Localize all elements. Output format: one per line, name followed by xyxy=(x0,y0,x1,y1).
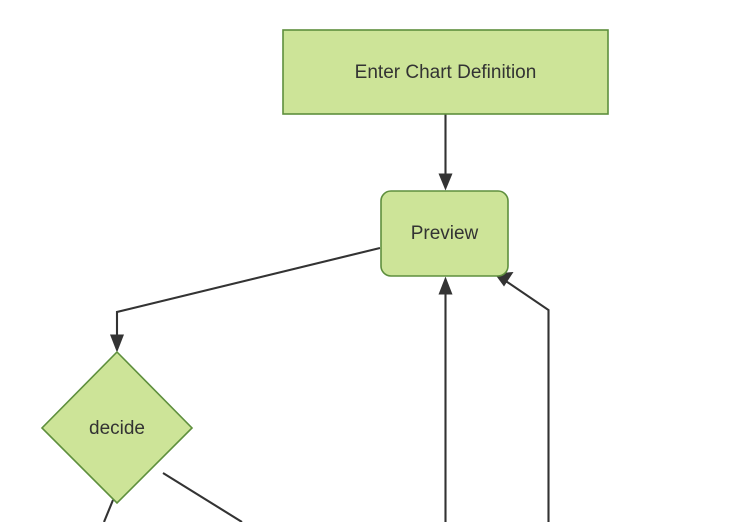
edge-decide-out-left xyxy=(103,499,114,522)
edge-preview-to-decide xyxy=(110,246,381,353)
node-preview-label: Preview xyxy=(411,223,479,244)
edge-incoming-center-to-preview xyxy=(438,276,453,522)
edge-enter-to-preview-arrowhead xyxy=(438,173,453,191)
edge-preview-to-decide-line xyxy=(115,246,381,341)
node-preview-shape[interactable] xyxy=(380,190,509,277)
edge-decide-out-left-line xyxy=(103,499,114,522)
edge-incoming-right-to-preview xyxy=(494,272,550,522)
node-preview[interactable]: Preview xyxy=(380,190,509,277)
node-enter-chart-definition-shape[interactable] xyxy=(282,29,609,115)
edge-incoming-right-line xyxy=(504,279,550,522)
node-enter-chart-definition-label: Enter Chart Definition xyxy=(355,62,537,83)
edge-decide-out-right xyxy=(162,472,243,522)
node-enter-chart-definition[interactable]: Enter Chart Definition xyxy=(282,29,609,115)
edge-enter-to-preview xyxy=(438,114,453,191)
edge-preview-to-decide-arrowhead xyxy=(110,334,124,353)
node-decide-shape[interactable] xyxy=(40,350,194,505)
edge-decide-out-right-line xyxy=(162,472,243,522)
edge-incoming-center-arrowhead xyxy=(438,276,453,295)
node-decide-label: decide xyxy=(89,418,145,439)
node-decide[interactable]: decide xyxy=(40,350,194,505)
